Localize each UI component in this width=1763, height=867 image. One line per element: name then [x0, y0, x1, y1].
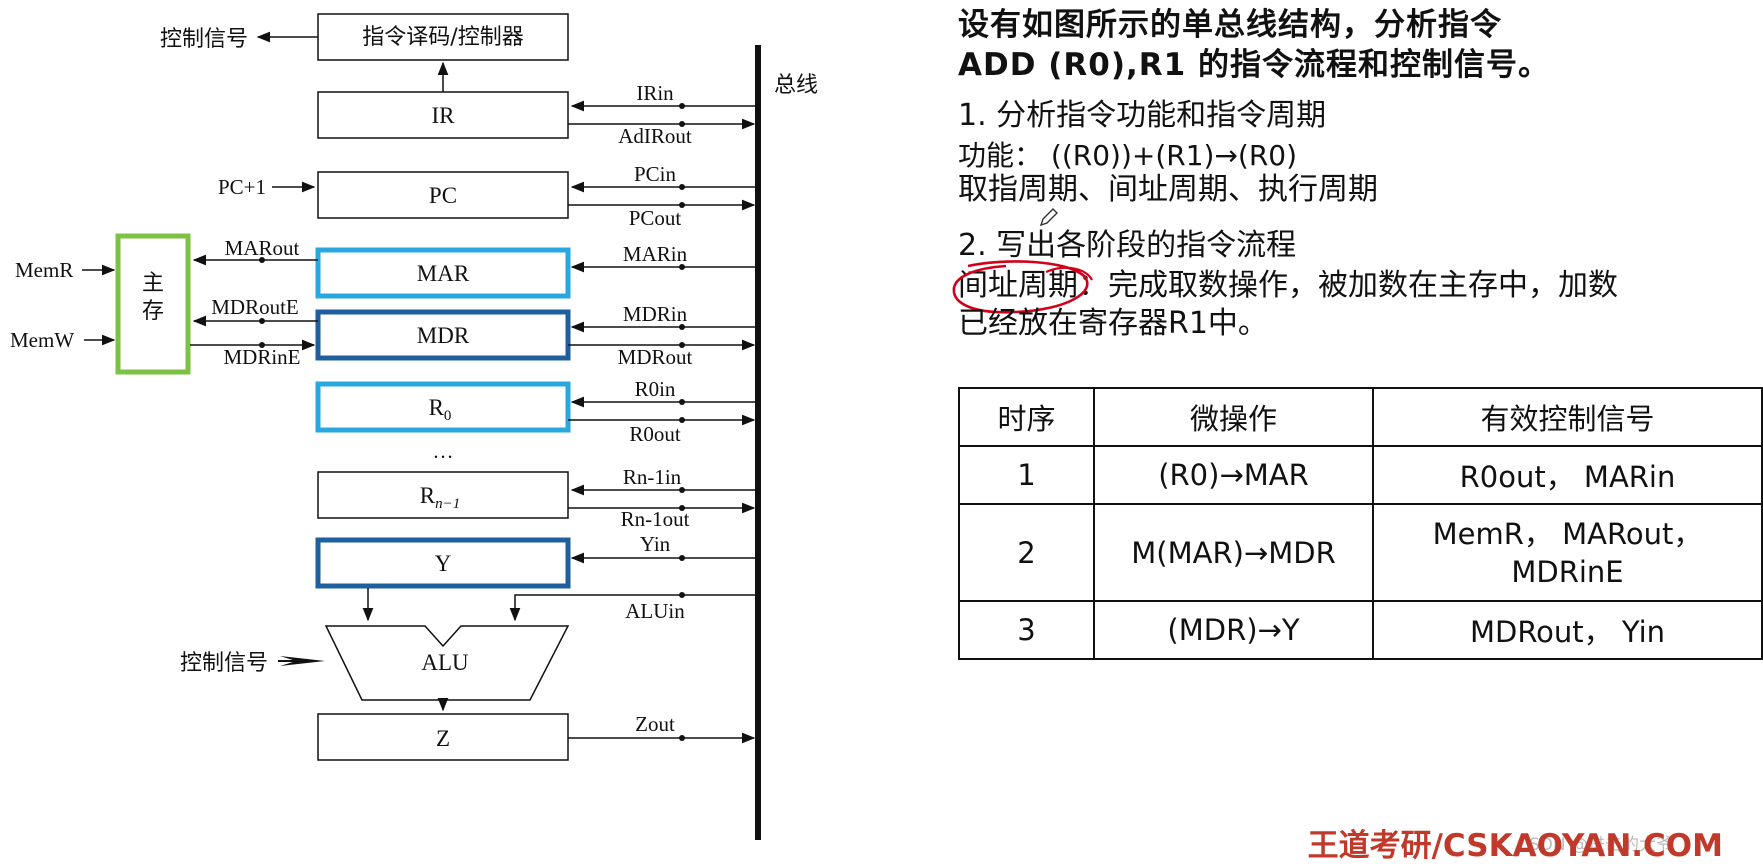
signal-mdrout: MDRout [618, 345, 693, 369]
cell-micro-op: (R0)→MAR [1093, 445, 1374, 505]
question-title-line2: ADD (R0),R1 的指令流程和控制信号。 [958, 47, 1551, 83]
signal-memw: MemW [10, 328, 74, 352]
header-signals: 有效控制信号 [1372, 387, 1763, 447]
r0-label: R0 [429, 395, 452, 424]
decoder-control-signal: 控制信号 [160, 27, 248, 52]
cell-step: 1 [958, 445, 1095, 505]
ir-label: IR [432, 103, 456, 128]
micro-operation-table: 时序 微操作 有效控制信号 1 (R0)→MAR R0out， MARin 2 … [958, 387, 1763, 660]
r0-subscript: 0 [444, 408, 452, 424]
table-row: 3 (MDR)→Y MDRout， Yin [958, 600, 1763, 660]
signal-mdroute: MDRoutE [211, 295, 299, 319]
single-bus-diagram: 总线 指令译码/控制器 控制信号 IR IRin AdIRout PC PC+1… [10, 13, 818, 840]
signal-rn1out: Rn-1out [621, 507, 690, 531]
memory-label-1: 主 [142, 271, 164, 296]
question-panel: 设有如图所示的单总线结构，分析指令 ADD (R0),R1 的指令流程和控制信号… [952, 0, 1763, 867]
csdn-watermark: CSDN @进击的大爷 [1517, 835, 1673, 855]
mar-box [315, 247, 571, 299]
rn1-label: Rn−1 [420, 483, 460, 512]
decoder-box [317, 13, 569, 61]
cell-micro-op: M(MAR)→MDR [1093, 503, 1374, 602]
indirect-desc-1: ：完成取数操作，被加数在主存中，加数 [1078, 268, 1618, 303]
table-row: 1 (R0)→MAR R0out， MARin [958, 445, 1763, 505]
signal-marout: MARout [225, 236, 300, 260]
cell-signals-line2: MDRinE [1511, 554, 1624, 589]
site-watermark: 王道考研/CSKAOYAN.COM [1307, 828, 1723, 864]
step2-heading: 2. 写出各阶段的指令流程 [958, 228, 1297, 263]
signal-adirout: AdIRout [618, 124, 692, 148]
cell-step: 3 [958, 600, 1095, 660]
register-ellipsis: … [433, 439, 454, 463]
memory-label-2: 存 [142, 299, 164, 324]
z-label: Z [436, 726, 450, 751]
cell-signals: R0out， MARin [1372, 445, 1763, 505]
function-line: 功能： ((R0))+(R1)→(R0) [958, 139, 1298, 172]
step1-heading: 1. 分析指令功能和指令周期 [958, 98, 1327, 133]
rn1-subscript: n−1 [435, 496, 460, 512]
signal-pcin: PCin [634, 162, 677, 186]
signal-marin: MARin [623, 242, 688, 266]
r0-box [315, 381, 571, 433]
signal-r0in: R0in [635, 377, 676, 401]
alu-shape [324, 625, 570, 701]
mdr-box [315, 309, 571, 361]
cell-signals: MDRout， Yin [1372, 600, 1763, 660]
signal-r0out: R0out [629, 422, 681, 446]
rn1-box [317, 471, 569, 519]
pen-cursor-icon [1039, 208, 1058, 227]
cell-step: 2 [958, 503, 1095, 602]
mdr-label: MDR [417, 323, 470, 348]
signal-memr: MemR [15, 258, 73, 282]
red-circle-annotation [952, 260, 1093, 314]
signal-yin: Yin [640, 532, 671, 556]
table-row: 2 M(MAR)→MDR MemR， MARout， MDRinE [958, 503, 1763, 602]
bus-label: 总线 [774, 73, 818, 98]
ir-box [317, 91, 569, 139]
signal-irin: IRin [636, 81, 674, 105]
cycles-line: 取指周期、间址周期、执行周期 [958, 172, 1378, 207]
mar-label: MAR [417, 261, 470, 286]
y-box [315, 537, 571, 589]
indirect-cycle-label: 间址周期 [958, 268, 1078, 303]
z-box [317, 713, 569, 761]
signal-aluin: ALUin [625, 599, 685, 623]
indirect-line1: 间址周期：完成取数操作，被加数在主存中，加数 [958, 268, 1618, 304]
main-memory-box [115, 233, 191, 375]
decoder-label: 指令译码/控制器 [362, 25, 523, 50]
signal-mdrine: MDRinE [223, 345, 300, 369]
question-title-line1: 设有如图所示的单总线结构，分析指令 [958, 7, 1502, 43]
cell-signals: MemR， MARout， MDRinE [1372, 503, 1763, 602]
y-label: Y [435, 551, 452, 576]
indirect-line2: 已经放在寄存器R1中。 [958, 306, 1268, 341]
header-micro-op: 微操作 [1093, 387, 1374, 447]
cell-signals-line1: MemR， MARout， [1432, 516, 1703, 551]
signal-pcout: PCout [629, 206, 682, 230]
alu-label: ALU [421, 650, 469, 675]
table-header-row: 时序 微操作 有效控制信号 [958, 387, 1763, 447]
cell-micro-op: (MDR)→Y [1093, 600, 1374, 660]
signal-zout: Zout [635, 712, 675, 736]
pc-label: PC [429, 183, 457, 208]
header-step: 时序 [958, 387, 1095, 447]
pc-box [317, 171, 569, 219]
signal-rn1in: Rn-1in [623, 465, 682, 489]
alu-control-signal: 控制信号 [180, 651, 268, 676]
signal-mdrin: MDRin [623, 302, 688, 326]
signal-pc-plus1: PC+1 [218, 175, 266, 199]
